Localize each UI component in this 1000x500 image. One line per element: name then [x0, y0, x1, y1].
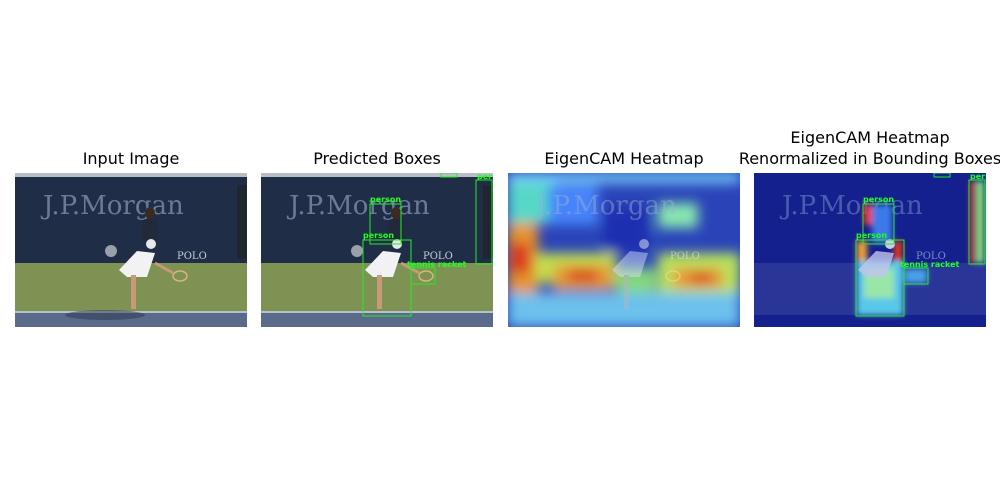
detection-box-tennis-racket [410, 267, 436, 285]
predicted-boxes-image: J.P.Morgan POLO person person tennis rac… [261, 173, 493, 327]
input-image-panel: J.P.Morgan POLO [15, 173, 247, 327]
detection-label: person [370, 195, 401, 204]
detection-label: tennis racket [407, 260, 467, 269]
renormalized-heatmap-panel: J.P.Morgan POLO person person tennis rac… [754, 173, 986, 327]
renorm-label: person [970, 173, 986, 181]
detection-label: person [477, 173, 493, 181]
renorm-box-person-ballboy [862, 203, 895, 245]
predicted-boxes-panel: J.P.Morgan POLO person person tennis rac… [261, 173, 493, 327]
sign-text: POLO [177, 251, 207, 262]
panel-title-heatmap: EigenCAM Heatmap [544, 149, 704, 168]
banner-text-3: J.P.Morgan [533, 191, 677, 221]
sign-text-3: POLO [670, 251, 700, 262]
renorm-box-tennis-racket [903, 267, 929, 285]
sign-text-2: POLO [423, 251, 453, 262]
banner-text: J.P.Morgan [40, 191, 184, 221]
sign-text-4: POLO [916, 251, 946, 262]
eigencam-heatmap-image: J.P.Morgan POLO [508, 173, 740, 327]
renorm-label: person [863, 195, 894, 204]
renorm-label: tennis racket [900, 260, 960, 269]
renorm-label: person [856, 231, 887, 240]
detection-box-person-right [475, 179, 493, 265]
renormalized-heatmap-image: J.P.Morgan POLO person person tennis rac… [754, 173, 986, 327]
panel-title-input: Input Image [82, 149, 180, 168]
renorm-box-top [933, 173, 951, 178]
panel-title-renorm-line1: EigenCAM Heatmap [790, 128, 950, 147]
panel-title-renorm-line2: Renormalized in Bounding Boxes [738, 149, 1000, 168]
banner-text-4: J.P.Morgan [779, 191, 923, 221]
input-image: J.P.Morgan POLO [15, 173, 247, 327]
renorm-box-person-right [968, 179, 986, 265]
eigencam-heatmap-panel: J.P.Morgan POLO [508, 173, 740, 327]
panel-title-predicted: Predicted Boxes [313, 149, 441, 168]
detection-box-top [440, 173, 458, 178]
detection-label: person [363, 231, 394, 240]
detection-box-person-ballboy [369, 203, 402, 245]
banner-text-2: J.P.Morgan [286, 191, 430, 221]
